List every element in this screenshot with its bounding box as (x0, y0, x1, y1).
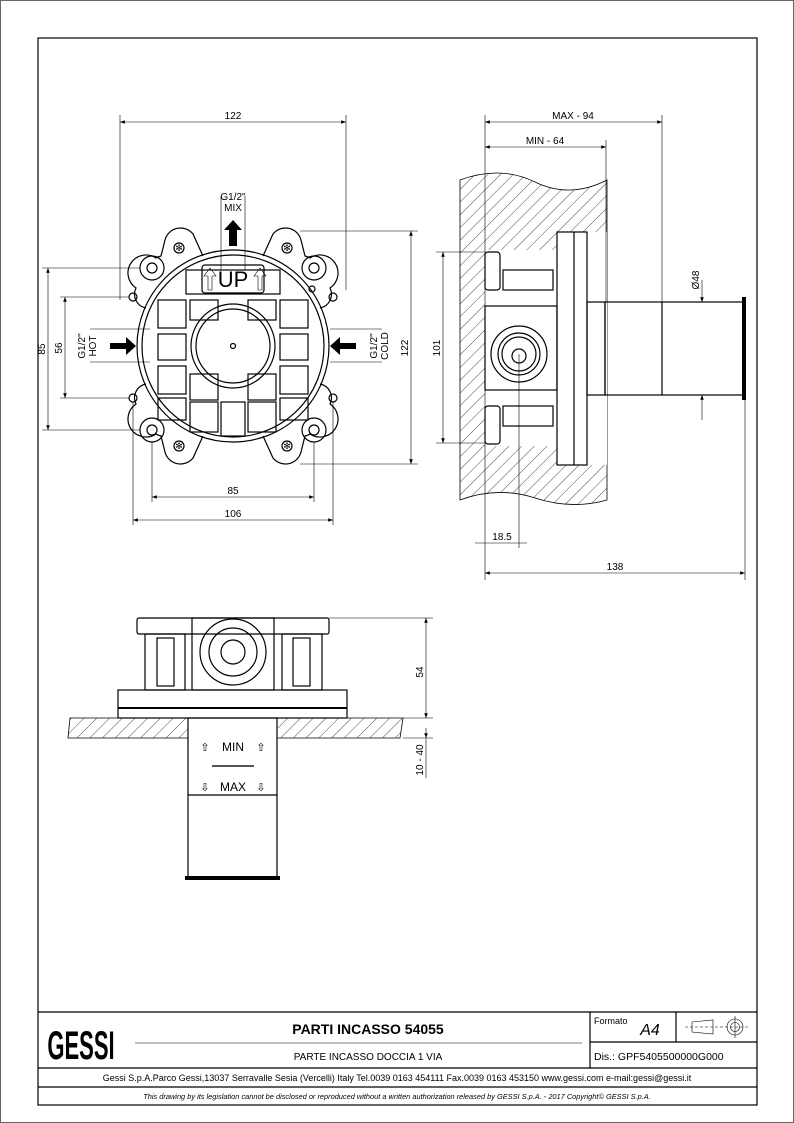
wall-section-bottom (67, 717, 404, 739)
max-label: MAX (220, 780, 246, 794)
dim-wall: 10 - 40 (415, 744, 426, 776)
cold-arrow-icon (330, 337, 356, 355)
dim-height-54: 54 (415, 666, 426, 678)
dim-bottom-inner: 85 (227, 486, 239, 497)
arrow-down-icon: ⇩ (256, 782, 265, 794)
dim-width-top: 122 (225, 111, 242, 122)
front-view: UP ✻ ✻ ✻ ✻ (37, 111, 418, 525)
dim-height: 101 (432, 339, 443, 356)
logo-text: GESSI (47, 1023, 114, 1068)
title-block: GESSI PARTI INCASSO 54055 PARTE INCASSO … (38, 1011, 757, 1101)
format-label: Formato (594, 1016, 628, 1026)
min-label: MIN (222, 740, 244, 754)
copyright-disclaimer: This drawing by its legislation cannot b… (143, 1092, 650, 1101)
company-address: Gessi S.p.A.Parco Gessi,13037 Serravalle… (103, 1073, 692, 1083)
drawing-number: Dis.: GPF5405500000G000 (594, 1051, 724, 1063)
housing-circle (136, 249, 330, 443)
up-label-box (201, 264, 265, 294)
format-value: A4 (639, 1022, 660, 1039)
dim-offset: 18.5 (492, 532, 512, 543)
projection-symbol-icon (685, 1016, 750, 1038)
arrow-up-icon: ⇧ (256, 742, 265, 754)
screw-icons: ✻ ✻ ✻ ✻ (173, 242, 293, 452)
gessi-logo: GESSI (47, 1023, 114, 1068)
hot-arrow-icon (110, 337, 136, 355)
svg-text:✻: ✻ (283, 243, 291, 253)
mix-label: MIX (224, 203, 242, 214)
svg-text:✻: ✻ (283, 441, 291, 451)
mix-thread-label: G1/2" (220, 192, 246, 203)
bottom-view: MIN MAX ⇧ ⇧ ⇩ ⇩ 54 10 - 40 (67, 617, 433, 880)
up-label: UP (218, 267, 249, 292)
arrow-down-icon: ⇩ (200, 782, 209, 794)
cold-label: COLD (380, 332, 391, 360)
dim-min: MIN - 64 (526, 136, 565, 147)
svg-text:✻: ✻ (175, 243, 183, 253)
mix-arrow-icon (224, 220, 242, 246)
drawing-title: PARTI INCASSO 54055 (292, 1021, 444, 1037)
hot-label: HOT (88, 335, 99, 356)
dim-left-outer: 85 (37, 343, 48, 355)
side-view: MAX - 94 MIN - 64 101 Ø48 18.5 138 (432, 111, 746, 580)
dim-diameter: Ø48 (691, 270, 702, 289)
drawing-subtitle: PARTE INCASSO DOCCIA 1 VIA (294, 1052, 443, 1063)
svg-text:✻: ✻ (175, 441, 183, 451)
dim-bottom-outer: 106 (225, 509, 242, 520)
dim-total: 138 (607, 562, 624, 573)
arrow-up-icon: ⇧ (200, 742, 209, 754)
dim-left-inner: 56 (54, 342, 65, 354)
center-outlet-outer (190, 303, 276, 389)
hot-thread-label: G1/2" (77, 333, 88, 359)
cold-thread-label: G1/2" (369, 333, 380, 359)
dim-max: MAX - 94 (552, 111, 594, 122)
drawing-frame (37, 37, 758, 1106)
dim-height-right: 122 (400, 339, 411, 356)
